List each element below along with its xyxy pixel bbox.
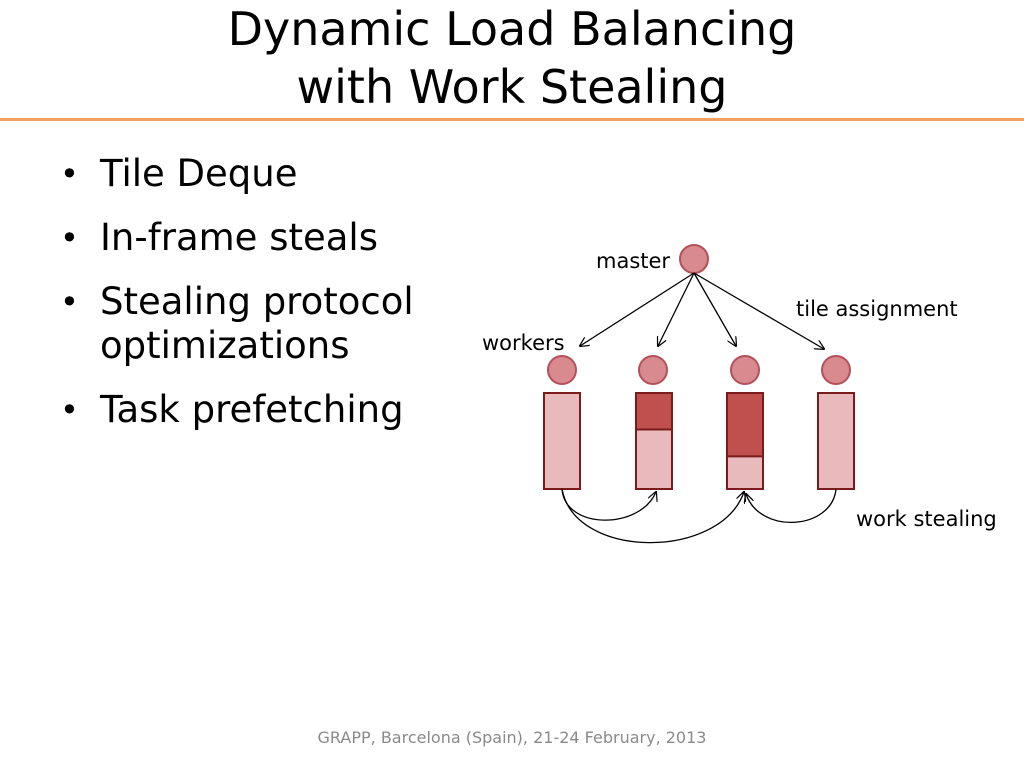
bullet-dot-icon: • [60,391,79,429]
bullet-dot-icon: • [60,155,79,193]
assignment-arrow [580,272,695,346]
bullet-text: Task prefetching [100,388,404,431]
workers-label: workers [482,331,565,355]
deque-filled-tiles [726,392,764,458]
steal-arrow [561,488,656,521]
deque-body [817,392,855,490]
bullet-item: • In-frame steals [58,216,458,260]
deque-group [543,392,855,490]
title-line-1: Dynamic Load Balancing [227,2,797,56]
bullet-text: In-frame steals [100,216,378,259]
steal-arrow [746,488,837,524]
deque-filled-tiles [635,392,673,431]
assignment-arrow [658,272,695,346]
bullet-dot-icon: • [60,219,79,257]
bullet-dot-icon: • [60,283,79,321]
bullet-item: • Stealing protocol optimizations [58,280,458,368]
bullet-list: • Tile Deque • In-frame steals • Stealing p… [58,152,458,452]
worker-node [821,355,851,385]
tile-assignment-label: tile assignment [796,297,958,321]
bullet-item: • Tile Deque [58,152,458,196]
steal-arrow [561,488,744,544]
worker-node [547,355,577,385]
bullet-text: Stealing protocol optimizations [100,280,414,367]
master-label: master [596,249,670,273]
worker-node [730,355,760,385]
worker-node [638,355,668,385]
slide-footer: GRAPP, Barcelona (Spain), 21-24 February… [317,728,707,747]
title-divider [0,118,1024,121]
master-node [679,244,709,274]
bullet-text: Tile Deque [100,152,298,195]
work-stealing-label: work stealing [856,507,997,531]
assignment-arrow [693,272,736,346]
slide-title: Dynamic Load Balancing with Work Stealin… [0,0,1024,116]
title-line-2: with Work Stealing [296,60,728,114]
assignment-arrow [693,272,824,349]
bullet-item: • Task prefetching [58,388,458,432]
deque-body [543,392,581,490]
